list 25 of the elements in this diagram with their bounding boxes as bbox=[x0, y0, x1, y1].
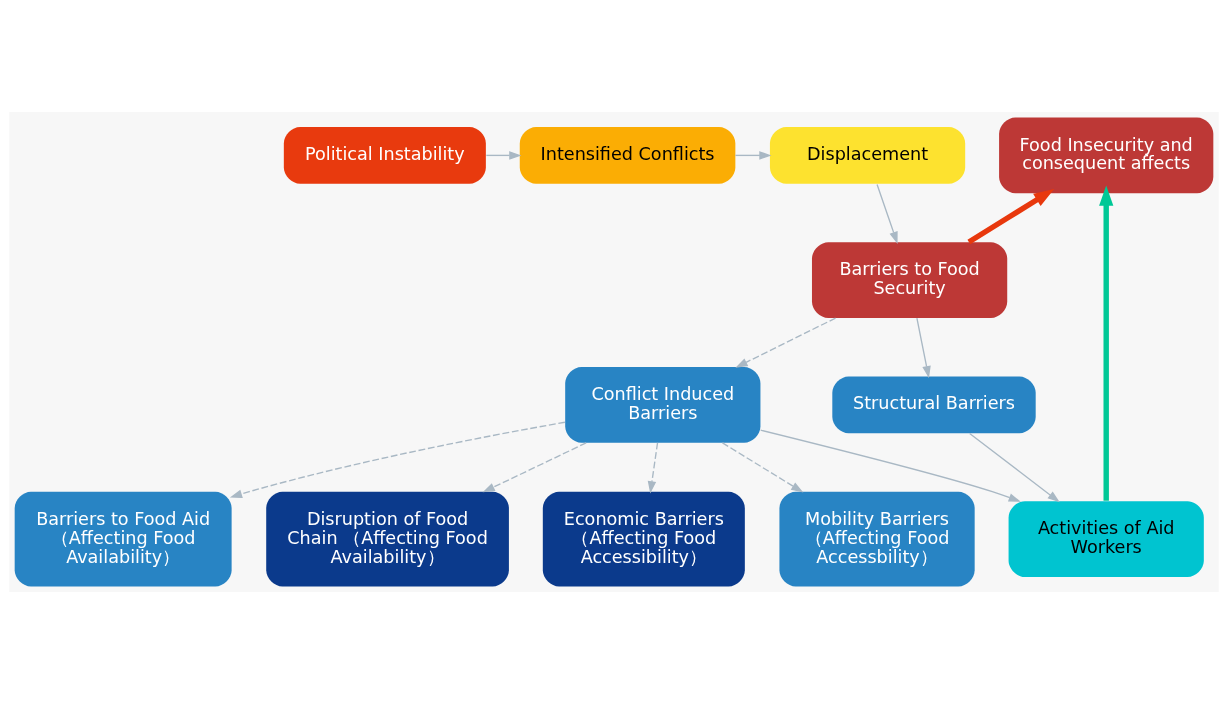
node-box: Barriers to Food Security bbox=[811, 241, 1008, 318]
arrow bbox=[734, 150, 772, 160]
node-box: Structural Barriers bbox=[832, 375, 1036, 433]
node-box: Displacement bbox=[769, 126, 966, 184]
node-box: Mobility Barriers （Affecting Food Accessbility） bbox=[779, 491, 975, 587]
arrow bbox=[876, 183, 898, 244]
node-box: Economic Barriers （Affecting Food Accessibility） bbox=[542, 491, 745, 587]
arrow bbox=[1099, 184, 1114, 501]
arrow bbox=[969, 432, 1060, 502]
node-box: Political Instability bbox=[283, 126, 486, 184]
arrow bbox=[485, 150, 522, 160]
node-box: Intensified Conflicts bbox=[519, 126, 736, 184]
arrow bbox=[482, 441, 587, 492]
arrow bbox=[916, 316, 931, 378]
node-box: Disruption of Food Chain （Affecting Food Availability） bbox=[266, 491, 509, 587]
arrow bbox=[967, 188, 1055, 244]
arrow bbox=[721, 441, 804, 493]
node-box: Conflict Induced Barriers bbox=[565, 366, 761, 443]
arrow bbox=[760, 428, 1021, 502]
node-box: Activities of Aid Workers bbox=[1008, 500, 1204, 577]
node-box: Barriers to Food Aid （Affecting Food Availability） bbox=[14, 491, 232, 587]
arrow bbox=[735, 316, 837, 368]
node-box: Food Insecurity and consequent affects bbox=[999, 116, 1214, 193]
arrow bbox=[229, 421, 566, 498]
arrow bbox=[647, 441, 659, 493]
